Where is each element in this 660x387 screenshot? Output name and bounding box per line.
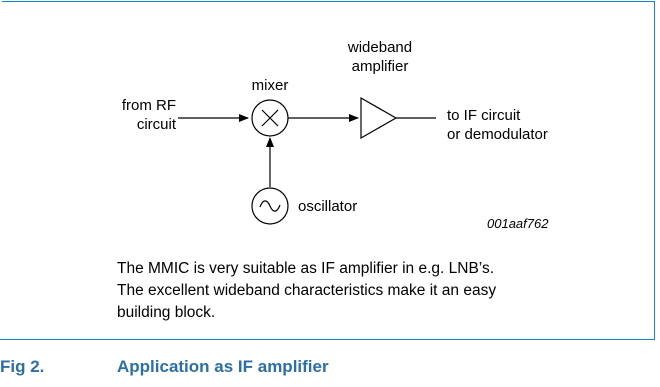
input-label-line-1: from RF [121,97,176,114]
description-line-2: The excellent wideband characteristics m… [117,282,497,299]
oscillator-symbol [251,187,289,225]
input-label-line-2: circuit [136,116,176,133]
amplifier-label-line-1: wideband [347,39,413,56]
output-label-line-1: to IF circuit [447,107,521,124]
oscillator-label: oscillator [298,198,358,215]
figure-title: Application as IF amplifier [117,357,329,376]
amplifier-label: wideband amplifier [330,38,430,76]
input-label: from RF circuit [86,96,176,134]
description-line-1: The MMIC is very suitable as IF amplifie… [117,260,495,277]
amplifier-label-line-2: amplifier [351,58,409,75]
output-label-line-2: or demodulator [447,126,548,143]
mixer-label: mixer [251,77,289,94]
block-diagram [178,96,436,225]
figure-number: Fig 2. [0,357,45,376]
amplifier-symbol [360,96,398,140]
caption-divider [0,339,655,340]
description-line-3: building block. [117,304,216,321]
output-label: to IF circuit or demodulator [447,106,548,144]
figure-code: 001aaf762 [487,216,549,231]
mixer-symbol [251,99,289,137]
figure-description: The MMIC is very suitable as IF amplifie… [117,258,637,324]
figure-caption: Fig 2. Application as IF amplifier [0,357,329,377]
